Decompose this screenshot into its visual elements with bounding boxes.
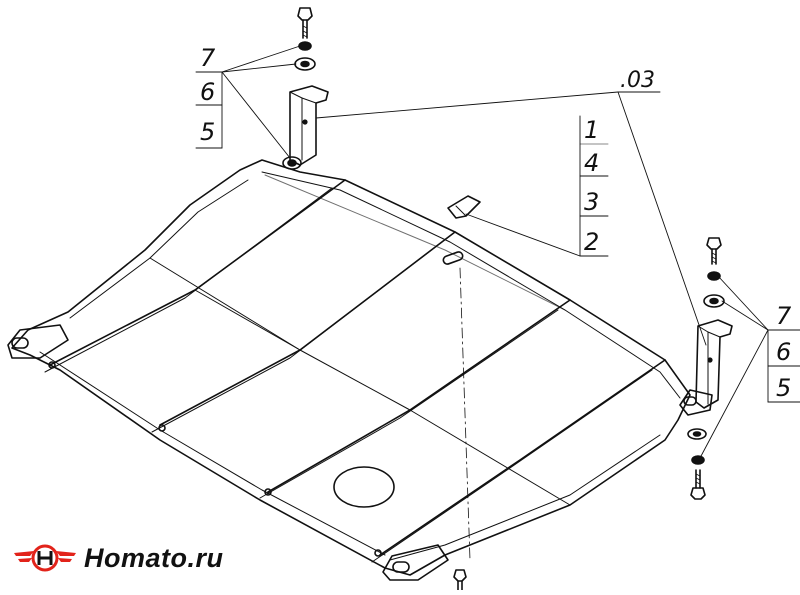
front-bolt (453, 569, 467, 591)
label-center-2: 2 (584, 228, 599, 256)
label-center-1: 1 (584, 116, 599, 144)
skid-plate (7, 159, 713, 581)
label-left-6: 6 (200, 78, 215, 106)
logo-text: Homato.ru (84, 542, 224, 573)
right-bracket (687, 237, 733, 500)
winged-h-logo-icon (14, 544, 76, 572)
label-right-5: 5 (776, 374, 791, 402)
brand-logo[interactable]: Homato.ru (12, 540, 224, 576)
plate-clip (447, 195, 481, 219)
leader-lines (195, 45, 800, 459)
label-part-03: .03 (620, 68, 655, 93)
label-separators (195, 104, 800, 403)
label-right-7: 7 (776, 302, 792, 330)
label-left-7: 7 (200, 44, 216, 72)
label-right-6: 6 (776, 338, 791, 366)
label-center-3: 3 (584, 188, 599, 216)
label-left-5: 5 (200, 118, 215, 146)
left-bracket (282, 7, 329, 170)
label-center-4: 4 (584, 149, 599, 177)
